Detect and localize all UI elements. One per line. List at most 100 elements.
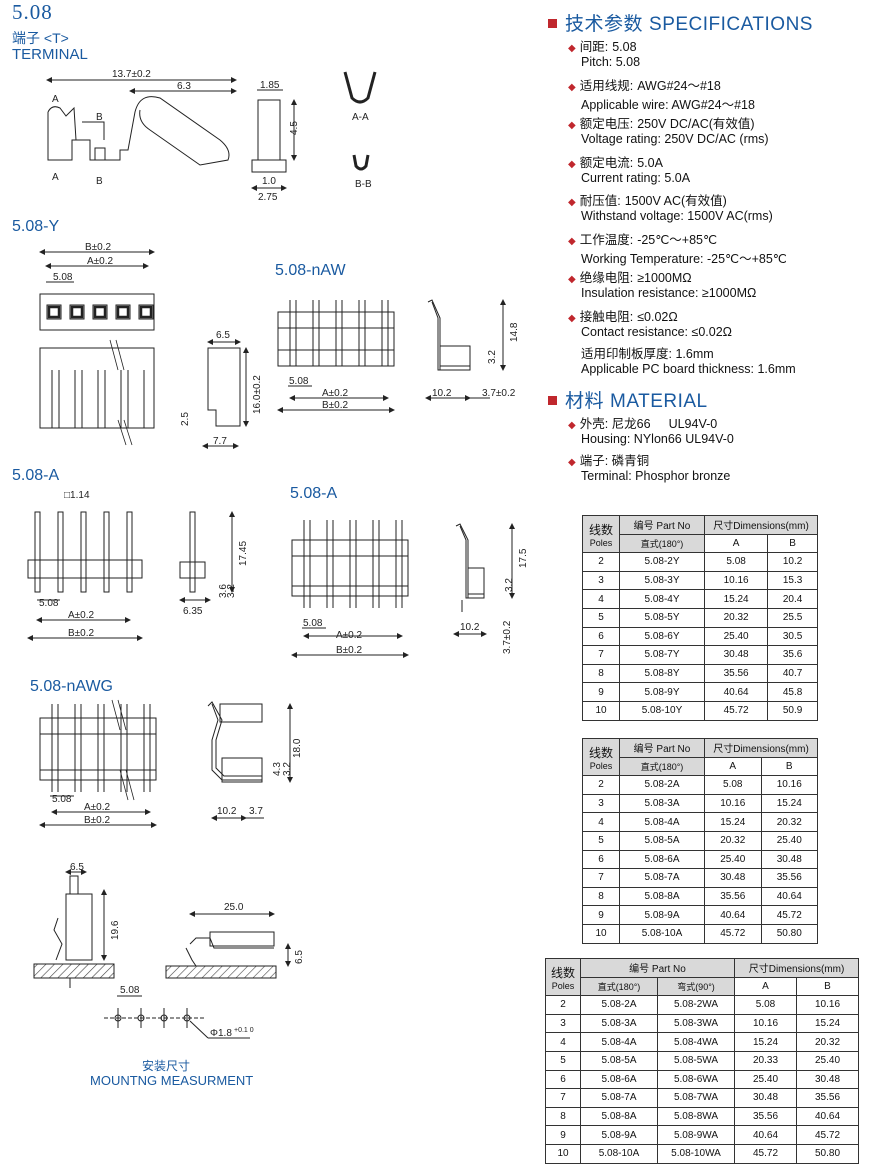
mount-title-cn: 安装尺寸 [142, 1059, 191, 1073]
table-cell: 5 [545, 1050, 581, 1071]
table-cell: 5 [582, 607, 620, 628]
terminal-title-en: TERMINAL [12, 46, 88, 63]
dim-2-75: 2.75 [258, 192, 278, 203]
table-cell: 35.56 [796, 1088, 859, 1108]
table-cell: 5.08 [734, 995, 797, 1015]
mount-title-en: MOUNTNG MEASURMENT [90, 1073, 254, 1088]
table-cell: 5.08-4WA [657, 1032, 735, 1052]
table-cell: 10.16 [734, 1013, 797, 1034]
naw-title: 5.08-nAW [275, 262, 346, 279]
table-cell: 30.48 [734, 1088, 797, 1108]
spec-pcb-cn: 适用印制板厚度: 1.6mm [581, 347, 714, 361]
technical-drawings: 13.7±0.2 6.3 A B A B 1.85 4.5 1.0 2.75 A… [27, 69, 529, 1039]
spec-item-label: 耐压值: [579, 194, 621, 208]
table-cell: 5.08-9A [580, 1125, 658, 1145]
table-cell: 5.08-5A [619, 830, 705, 851]
table-cell: 5.08-7WA [657, 1088, 735, 1108]
dim-ar-3-2: 3.2 [504, 578, 515, 592]
table-a-b-header: B [760, 756, 818, 777]
spec-item-value: ≤0.02Ω [637, 309, 678, 324]
table-cell: 50.80 [760, 923, 818, 944]
table-cell: 2 [582, 775, 620, 795]
spec-item-value: 250V DC/AC(有效值) [637, 117, 755, 131]
table-cell: 5.08-10A [619, 923, 705, 944]
table-cell: 8 [545, 1106, 581, 1127]
dim-a-3-6: 3.6 [218, 584, 229, 598]
table-cell: 5.08-10WA [657, 1143, 735, 1164]
diamond-bullet-icon: ◆ [568, 120, 576, 131]
table-wa-dim-header: 尺寸Dimensions(mm) [734, 958, 859, 978]
table-cell: 9 [545, 1125, 581, 1145]
nawg-drawing: 5.08 A±0.2 B±0.2 18.0 4.3 3.2 10.2 3.7 [39, 699, 303, 828]
table-y-b-header: B [767, 533, 818, 554]
section-bb: B-B [355, 179, 372, 190]
table-cell: 5.08-8Y [619, 663, 705, 684]
table-cell: 30.48 [796, 1069, 859, 1090]
diamond-bullet-icon: ◆ [568, 274, 576, 285]
table-cell: 10.16 [704, 793, 762, 814]
table-a-sub-header: 直式(180°) [619, 756, 705, 777]
table-cell: 45.72 [704, 923, 762, 944]
a-left-drawing: □1.14 5.08 A±0.2 B±0.2 17.45 3.6 3.2 6.3… [27, 490, 249, 641]
dim-naw-3-7: 3.7±0.2 [482, 388, 516, 399]
square-bullet-icon [548, 19, 557, 28]
spec-title-cn: 技术参数 [565, 14, 644, 35]
terminal-drawing: 13.7±0.2 6.3 A B A B 1.85 4.5 1.0 2.75 A… [46, 69, 377, 203]
table-cell: 30.48 [760, 849, 818, 870]
table-cell: 5.08-6A [619, 849, 705, 870]
table-cell: 7 [545, 1088, 581, 1108]
table-cell: 15.24 [760, 793, 818, 814]
diamond-bullet-icon: ◆ [568, 420, 576, 431]
table-cell: 35.56 [703, 663, 769, 684]
spec-item-en: Voltage rating: 250V DC/AC (rms) [581, 132, 769, 146]
diamond-bullet-icon: ◆ [568, 43, 576, 54]
material-terminal-cn-line: ◆端子: 磷青铜 [568, 450, 649, 469]
table-cell: 5.08-4A [580, 1032, 658, 1052]
dim-terminal-length: 13.7±0.2 [112, 69, 151, 80]
table-cell: 5.08-8A [580, 1106, 658, 1127]
table-wa-a-header: A [734, 976, 797, 997]
diamond-bullet-icon: ◆ [568, 312, 576, 324]
dim-g-18: 18.0 [292, 738, 303, 758]
dim-naw-pitch: 5.08 [289, 376, 309, 387]
spec-item-cn: ◆额定电流:5.0A [568, 152, 663, 171]
terminal-title-cn: 端子 <T> [12, 30, 69, 46]
table-cell: 35.56 [704, 886, 762, 907]
table-cell: 5.08-8A [619, 886, 705, 907]
dim-m-6-5: 6.5 [70, 862, 84, 873]
table-cell: 45.72 [734, 1143, 797, 1164]
dim-y-a: A±0.2 [87, 256, 113, 267]
spec-item-value: -25℃～+85℃ [637, 232, 718, 247]
dim-y-6-5: 6.5 [216, 330, 230, 341]
table-cell: 5.08-3Y [619, 570, 705, 591]
table-cell: 5.08-8WA [657, 1106, 735, 1127]
table-cell: 20.33 [734, 1050, 797, 1071]
dim-g-pitch: 5.08 [52, 794, 72, 805]
diamond-bullet-icon: ◆ [568, 81, 576, 93]
table-cell: 10.16 [760, 775, 818, 795]
section-number: 5.08 [12, 0, 53, 24]
dim-m-25: 25.0 [224, 902, 244, 913]
table-cell: 5.08-6A [580, 1069, 658, 1090]
table-cell: 5.08-4A [619, 812, 705, 832]
dim-a-3-2: 3.2 [226, 584, 237, 598]
table-cell: 35.56 [760, 868, 818, 888]
label-b-bottom: B [96, 176, 103, 187]
spec-item-en: Working Temperature: -25℃～+85℃ [581, 251, 787, 266]
